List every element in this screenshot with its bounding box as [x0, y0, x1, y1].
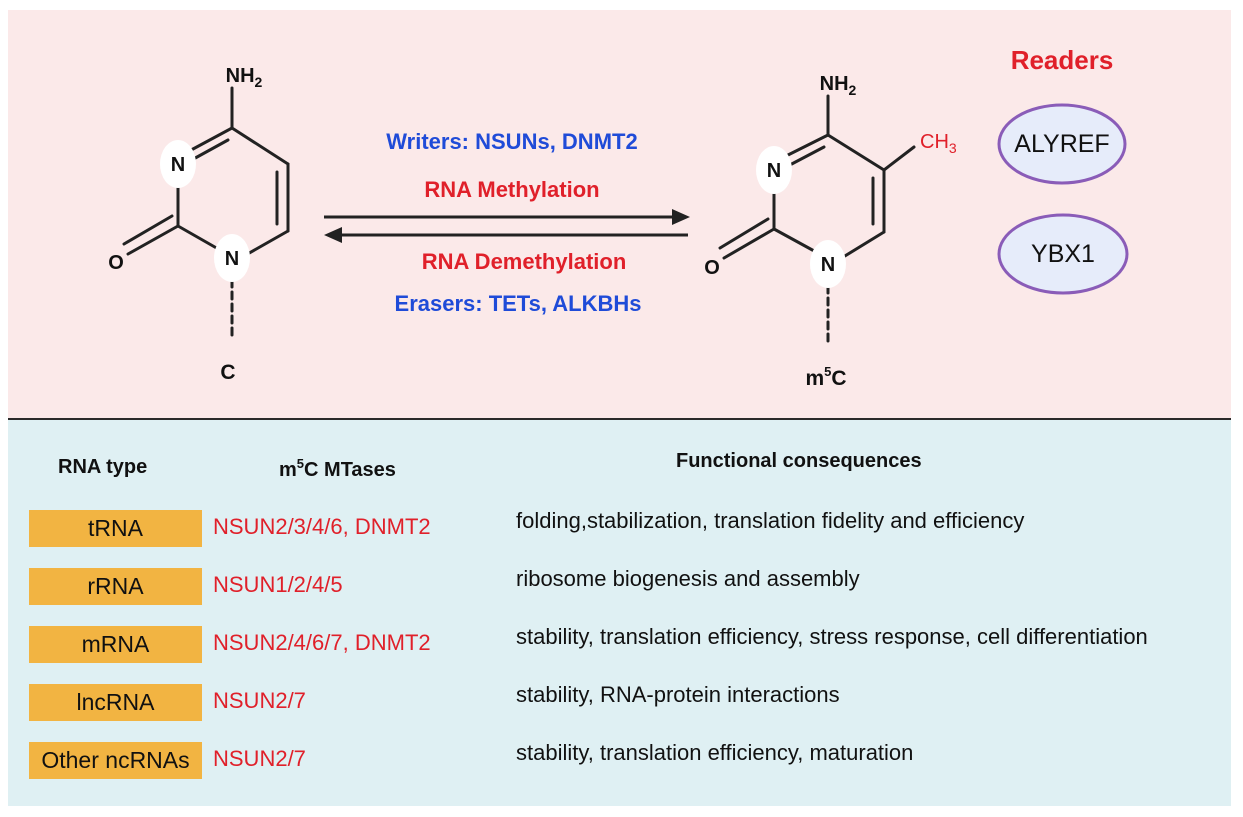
m5c-superscript: 5	[824, 364, 831, 379]
m5c-structure	[718, 94, 916, 348]
cytosine-structure	[122, 86, 290, 342]
functional-consequence: stability, translation efficiency, stres…	[516, 624, 1148, 649]
atom-n3: N	[171, 154, 185, 176]
bond-n1-c2	[176, 224, 222, 252]
rna-type-badge: Other ncRNAs	[29, 742, 202, 779]
header-rna-type: RNA type	[58, 456, 148, 478]
atom-o: O	[108, 252, 124, 274]
methyl-subscript: 3	[949, 140, 957, 156]
bond-c6-n1	[242, 229, 290, 258]
reader-ybx1-oval	[997, 213, 1129, 295]
methylation-label: RNA Methylation	[424, 177, 599, 202]
bond-c2-o	[126, 224, 180, 256]
header-functional-consequences: Functional consequences	[676, 450, 922, 472]
erasers-label: Erasers: TETs, ALKBHs	[395, 291, 642, 316]
panel-divider	[8, 418, 1231, 420]
header-mtases-prefix: m	[279, 459, 297, 481]
n3-highlight	[756, 146, 792, 194]
m5c-prefix: m	[805, 367, 824, 390]
mtase-list: NSUN1/2/4/5	[213, 572, 343, 597]
bond-c5-ch3	[882, 145, 916, 172]
amine-main: NH	[226, 65, 255, 87]
functional-consequence: folding,stabilization, translation fidel…	[516, 508, 1025, 533]
m5c-name: m5C	[805, 364, 846, 390]
bond-c2-o	[722, 227, 776, 260]
demethylation-label: RNA Demethylation	[422, 249, 627, 274]
rna-type-badge: tRNA	[29, 510, 202, 547]
mtase-list: NSUN2/7	[213, 746, 306, 771]
amine-subscript: 2	[255, 74, 263, 90]
n3-highlight	[160, 140, 196, 188]
header-mtases: m5C MTases	[279, 456, 396, 482]
equilibrium-arrows	[324, 209, 690, 243]
mtase-list: NSUN2/4/6/7, DNMT2	[213, 630, 431, 655]
readers-title: Readers	[1011, 45, 1114, 75]
reaction-panel-background	[8, 10, 1231, 418]
rna-type-badge: rRNA	[29, 568, 202, 605]
reader-alyref-label: ALYREF	[1014, 130, 1109, 158]
methyl-main: CH	[920, 131, 949, 153]
bond-c4-c5	[826, 133, 886, 172]
bond-c2-o-double	[718, 217, 770, 250]
functional-consequence: stability, translation efficiency, matur…	[516, 740, 914, 765]
bond-c4-n3-double	[784, 145, 826, 169]
amine-group: NH2	[226, 65, 263, 90]
reaction-panel: N N O NH2 C Writers: NSUNs, DNMT2 RNA Me…	[8, 10, 1231, 418]
atom-n1: N	[225, 248, 239, 270]
m5c-suffix: C	[831, 367, 846, 390]
bond-c4-c5	[230, 126, 290, 166]
functional-consequence: ribosome biogenesis and assembly	[516, 566, 860, 591]
mtase-list: NSUN2/3/4/6, DNMT2	[213, 514, 431, 539]
reader-alyref-oval	[997, 103, 1127, 185]
header-mtases-suffix: C MTases	[304, 459, 396, 481]
amine-subscript: 2	[849, 82, 857, 98]
rna-type-badge: mRNA	[29, 626, 202, 663]
writers-label: Writers: NSUNs, DNMT2	[386, 129, 637, 154]
mtase-list: NSUN2/7	[213, 688, 306, 713]
atom-o: O	[704, 257, 720, 279]
amine-group: NH2	[820, 73, 857, 98]
methyl-group: CH3	[920, 131, 957, 156]
reaction-diagram: N N O NH2 C Writers: NSUNs, DNMT2 RNA Me…	[8, 10, 1231, 418]
bond-c2-o-double	[122, 214, 174, 246]
reader-ybx1-label: YBX1	[1031, 240, 1095, 268]
rna-type-badge: lncRNA	[29, 684, 202, 721]
reverse-arrow-head	[324, 227, 342, 243]
bond-n1-c2	[772, 227, 818, 254]
functional-consequence: stability, RNA-protein interactions	[516, 682, 840, 707]
n1-highlight	[810, 240, 846, 288]
cytosine-name: C	[220, 361, 235, 384]
mtase-table-panel: RNA type m5C MTases Functional consequen…	[8, 420, 1231, 806]
atom-n3: N	[767, 160, 781, 182]
amine-main: NH	[820, 73, 849, 95]
n1-highlight	[214, 234, 250, 282]
forward-arrow-head	[672, 209, 690, 225]
atom-n1: N	[821, 254, 835, 276]
bond-c6-n1	[838, 230, 886, 261]
header-mtases-superscript: 5	[296, 456, 305, 471]
